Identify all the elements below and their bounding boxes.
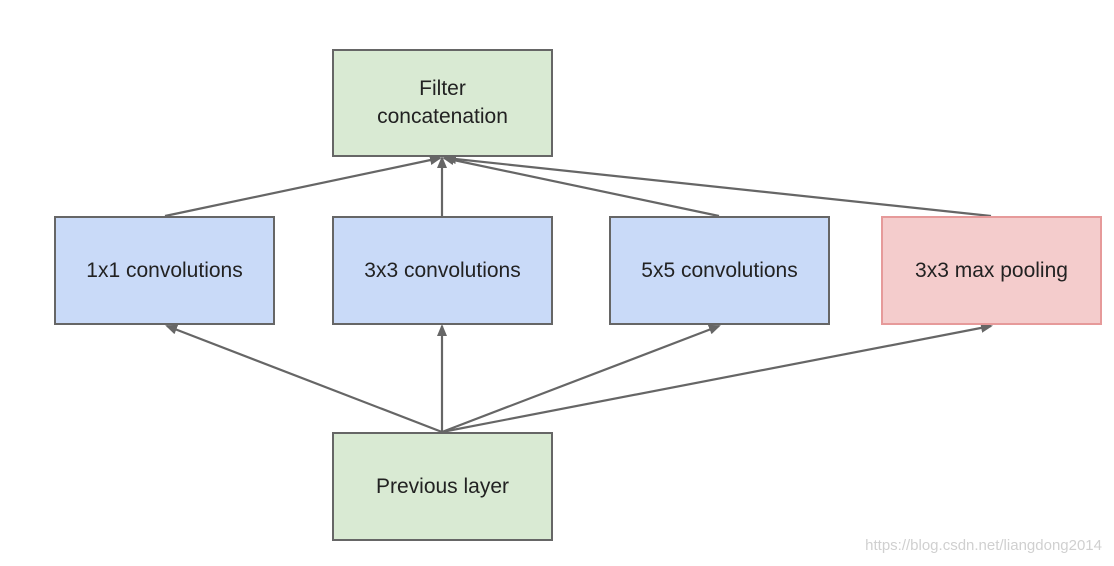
previous-layer-node: Previous layer: [332, 432, 553, 541]
conv-1x1-node: 1x1 convolutions: [54, 216, 275, 325]
edge-conv5x5-to-concat: [442, 155, 720, 218]
conv-3x3-label: 3x3 convolutions: [364, 258, 521, 282]
edge-maxpool-to-concat: [444, 154, 992, 218]
conv-5x5-label: 5x5 convolutions: [641, 258, 798, 282]
filter-concatenation-label: Filter concatenation: [377, 77, 508, 128]
max-pooling-label: 3x3 max pooling: [915, 258, 1068, 282]
edge-previous-to-maxpool: [441, 322, 993, 434]
conv-5x5-node: 5x5 convolutions: [609, 216, 830, 325]
conv-3x3-node: 3x3 convolutions: [332, 216, 553, 325]
edge-previous-to-conv5x5: [441, 324, 721, 434]
max-pooling-node: 3x3 max pooling: [881, 216, 1102, 325]
watermark: https://blog.csdn.net/liangdong2014: [865, 537, 1102, 554]
edge-conv1x1-to-concat: [164, 155, 442, 218]
edge-previous-to-conv1x1: [165, 324, 443, 434]
conv-1x1-label: 1x1 convolutions: [86, 258, 243, 282]
previous-layer-label: Previous layer: [375, 474, 510, 498]
filter-concatenation-node: Filter concatenation: [332, 49, 553, 157]
